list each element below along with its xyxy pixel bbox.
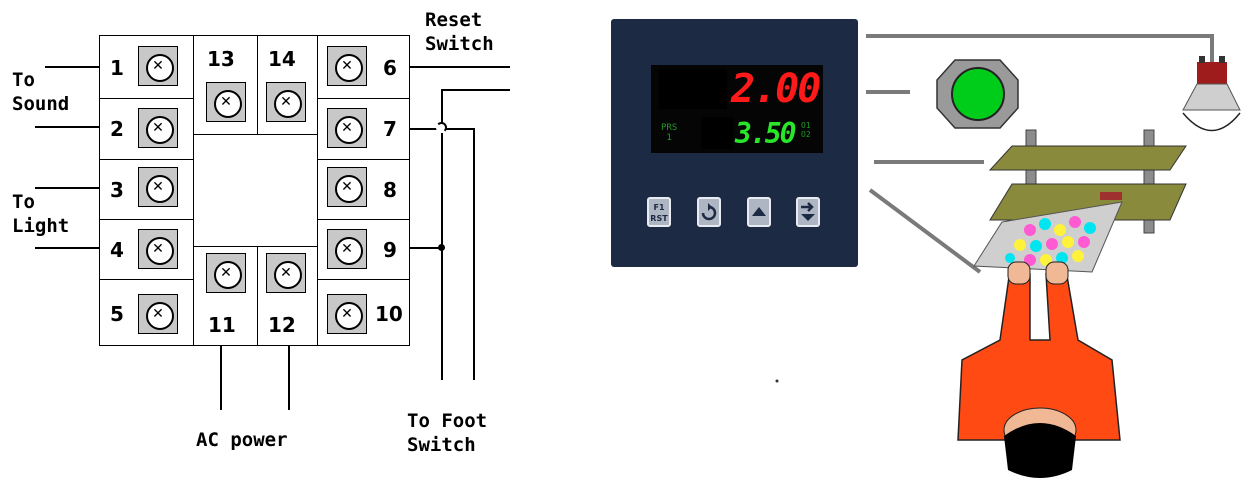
enter-button[interactable]	[796, 197, 820, 227]
wire-reset-switch-return-v	[441, 89, 443, 125]
cycle-button[interactable]	[697, 197, 721, 227]
terminal-number-10: 10	[375, 302, 403, 326]
terminal-center-block	[193, 134, 318, 247]
wire-terminal-3	[35, 187, 100, 189]
terminal-number-12: 12	[268, 313, 296, 337]
green-indicator-light-icon	[936, 59, 1019, 129]
up-button[interactable]	[747, 197, 771, 227]
output-indicator-labels: O1 O2	[801, 121, 811, 139]
timer-controller: 2.00 PRS 1 3.50 O1 O2 F1 RST	[611, 19, 858, 267]
f1-rst-button[interactable]: F1 RST	[647, 197, 671, 227]
wire-terminal-4	[35, 247, 100, 249]
terminal-number-6: 6	[383, 56, 397, 80]
line-to-horn-v	[1210, 34, 1214, 64]
line-to-press	[874, 160, 984, 164]
wire-reset-switch-return-h	[441, 89, 510, 91]
wire-foot-switch-right	[473, 128, 475, 380]
terminal-number-5: 5	[110, 302, 124, 326]
line-to-operator	[868, 188, 982, 274]
segment-mask-left	[659, 69, 727, 109]
wire-terminal-1	[45, 66, 100, 68]
bottom-display-value: 3.50	[735, 117, 796, 150]
screw-7-icon	[327, 108, 367, 148]
terminal-number-8: 8	[383, 178, 397, 202]
terminal-number-9: 9	[383, 238, 397, 262]
terminal-number-4: 4	[110, 238, 124, 262]
up-arrow-icon	[752, 207, 766, 216]
stray-dot	[775, 379, 779, 383]
press-machine-icon	[988, 129, 1187, 234]
line-to-indicator	[866, 90, 910, 94]
screw-8-icon	[327, 167, 367, 207]
wire-terminal-6	[409, 66, 510, 68]
screw-14-icon	[266, 82, 306, 122]
horn-sounder-icon	[1182, 56, 1241, 132]
screw-1-icon	[138, 46, 178, 86]
terminal-number-1: 1	[110, 56, 124, 80]
screw-10-icon	[327, 294, 367, 334]
top-display-value: 2.00	[731, 66, 821, 112]
terminal-number-11: 11	[208, 313, 236, 337]
terminal-number-2: 2	[110, 117, 124, 141]
terminal-number-14: 14	[268, 47, 296, 71]
screw-3-icon	[138, 167, 178, 207]
terminal-number-3: 3	[110, 178, 124, 202]
screw-2-icon	[138, 108, 178, 148]
wire-junction-dot	[438, 244, 445, 251]
prs-label: PRS 1	[661, 123, 678, 143]
enter-arrow-icon	[801, 202, 815, 221]
wire-terminal-9	[409, 247, 443, 249]
label-ac-power: AC power	[196, 429, 288, 451]
label-to-sound: To Sound	[12, 69, 70, 115]
wire-terminal-12	[288, 345, 290, 410]
operator-icon	[957, 261, 1121, 478]
parts-tray-icon	[973, 201, 1123, 273]
wire-terminal-11	[220, 345, 222, 410]
label-to-light: To Light	[12, 191, 70, 237]
line-to-horn-h	[866, 34, 1214, 38]
screw-5-icon	[138, 294, 178, 334]
wire-foot-switch-left	[441, 133, 443, 380]
screw-4-icon	[138, 229, 178, 269]
label-reset-switch: Reset Switch	[425, 9, 494, 55]
controller-display: 2.00 PRS 1 3.50 O1 O2	[651, 65, 823, 153]
label-to-foot-switch: To Foot Switch	[407, 410, 488, 456]
wire-terminal-2	[35, 126, 100, 128]
terminal-number-13: 13	[207, 47, 235, 71]
terminal-number-7: 7	[383, 117, 397, 141]
screw-12-icon	[266, 253, 306, 293]
cycle-arrow-icon	[701, 203, 717, 221]
screw-11-icon	[206, 253, 246, 293]
segment-mask-bottom	[701, 117, 733, 149]
screw-13-icon	[206, 82, 246, 122]
screw-6-icon	[327, 46, 367, 86]
parts-cluster	[1005, 216, 1096, 266]
wire-crossover-hop	[436, 122, 447, 133]
screw-9-icon	[327, 229, 367, 269]
